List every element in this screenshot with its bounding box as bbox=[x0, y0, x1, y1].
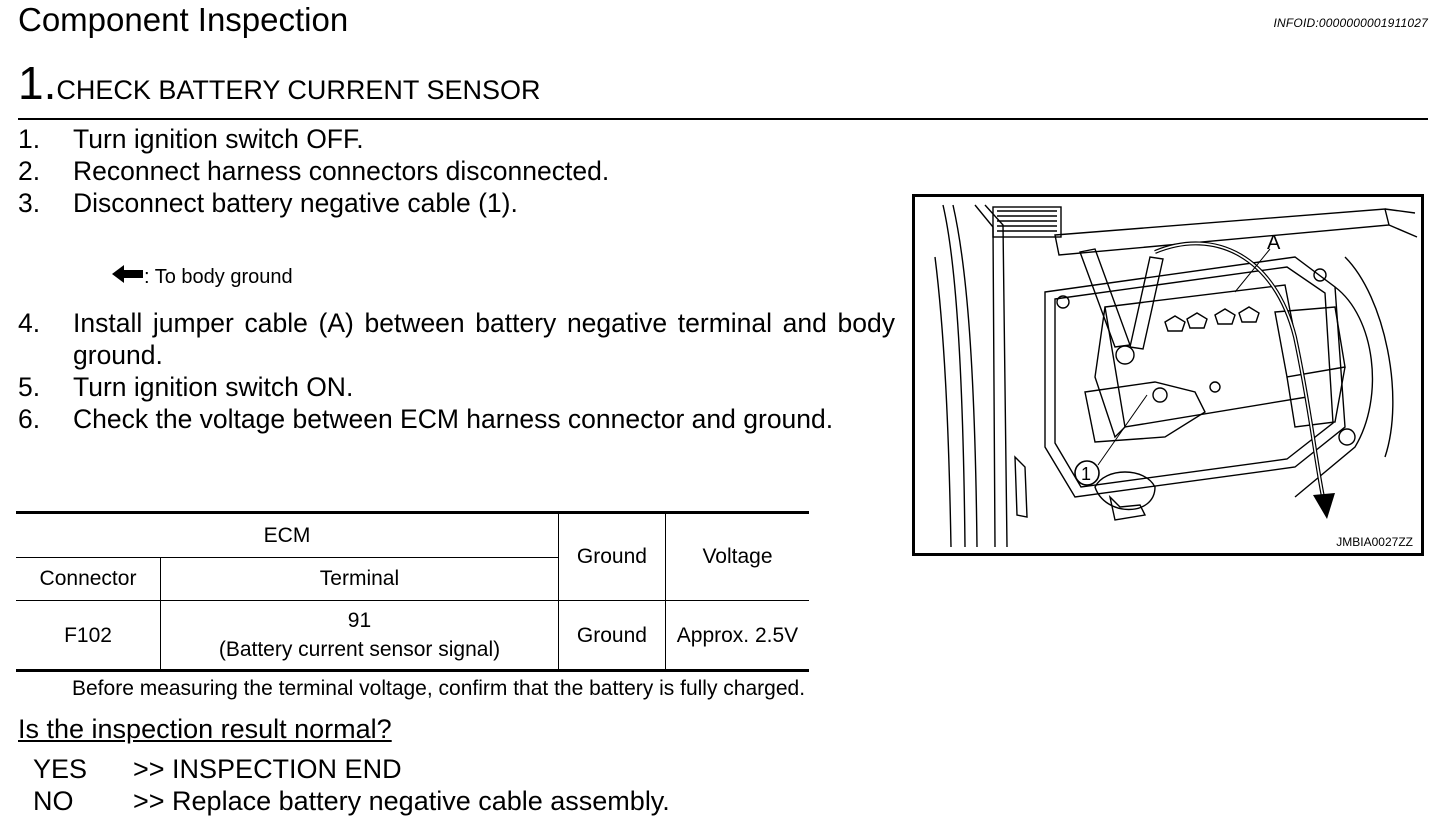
battery-drawing: A 1 bbox=[934, 204, 1418, 548]
ground-note-text: : To body ground bbox=[144, 266, 293, 288]
ground-header: Ground bbox=[557, 511, 666, 601]
terminal-header: Terminal bbox=[160, 557, 559, 601]
step-number: 2. bbox=[18, 156, 41, 186]
step-number: 5. bbox=[18, 372, 41, 402]
step-text: Install jumper cable (A) between battery… bbox=[73, 308, 895, 370]
step-number: 6. bbox=[18, 404, 41, 434]
step-text: Disconnect battery negative cable (1). bbox=[73, 188, 518, 218]
callout-1-circle bbox=[1074, 460, 1100, 486]
procedure-step: 5. Turn ignition switch ON. bbox=[18, 371, 898, 403]
answer-no: NO >> Replace battery negative cable ass… bbox=[33, 785, 833, 817]
procedure-step: 3. Disconnect battery negative cable (1)… bbox=[18, 187, 898, 219]
arrow-left-icon bbox=[112, 263, 144, 293]
table-row: F102 91 (Battery current sensor signal) … bbox=[16, 600, 809, 672]
answer-action: >> INSPECTION END bbox=[133, 754, 402, 784]
terminal-number: 91 bbox=[347, 609, 372, 632]
page-title: Component Inspection bbox=[18, 1, 349, 38]
procedure-step: 1. Turn ignition switch OFF. bbox=[18, 123, 898, 155]
spec-table: ECM Ground Voltage Connector Terminal F1… bbox=[16, 511, 809, 672]
voltage-header: Voltage bbox=[664, 511, 809, 601]
step-number: 1. bbox=[18, 124, 41, 154]
battery-illustration: A 1 JMBIA0027ZZ bbox=[912, 194, 1424, 556]
step-heading-text: CHECK BATTERY CURRENT SENSOR bbox=[56, 75, 541, 105]
answer-key: YES bbox=[33, 754, 88, 784]
ecm-header: ECM bbox=[16, 511, 559, 558]
step-number: 4. bbox=[18, 308, 41, 338]
step-heading: 1.CHECK BATTERY CURRENT SENSOR bbox=[18, 58, 540, 108]
step-text: Check the voltage between ECM harness co… bbox=[73, 404, 834, 434]
procedure-step: 4. Install jumper cable (A) between batt… bbox=[18, 307, 898, 371]
ground-note: : To body ground bbox=[112, 262, 293, 293]
step-heading-number: 1. bbox=[18, 57, 57, 109]
answer-key: NO bbox=[33, 786, 74, 816]
connector-header: Connector bbox=[16, 557, 161, 601]
connector-cell: F102 bbox=[16, 600, 161, 672]
terminal-description: (Battery current sensor signal) bbox=[218, 638, 501, 661]
answer-action: >> Replace battery negative cable assemb… bbox=[133, 786, 670, 816]
info-id: INFOID:0000000001911027 bbox=[1273, 16, 1428, 30]
terminal-cell: 91 (Battery current sensor signal) bbox=[160, 600, 559, 672]
step-text: Turn ignition switch ON. bbox=[73, 372, 354, 402]
procedure-step: 6. Check the voltage between ECM harness… bbox=[18, 403, 898, 467]
procedure-step: 2. Reconnect harness connectors disconne… bbox=[18, 155, 898, 187]
step-number: 3. bbox=[18, 188, 41, 218]
answer-yes: YES >> INSPECTION END bbox=[33, 753, 833, 785]
figure-code: JMBIA0027ZZ bbox=[1336, 535, 1413, 549]
step-text: Turn ignition switch OFF. bbox=[73, 124, 364, 154]
heading-divider bbox=[18, 118, 1428, 120]
ground-cell: Ground bbox=[557, 600, 666, 672]
figure-label-1: 1 bbox=[1081, 464, 1091, 484]
table-note: Before measuring the terminal voltage, c… bbox=[72, 677, 806, 700]
figure-label-a: A bbox=[1267, 232, 1281, 254]
inspection-question: Is the inspection result normal? bbox=[18, 714, 392, 744]
step-text: Reconnect harness connectors disconnecte… bbox=[73, 156, 610, 186]
voltage-cell: Approx. 2.5V bbox=[664, 600, 809, 672]
